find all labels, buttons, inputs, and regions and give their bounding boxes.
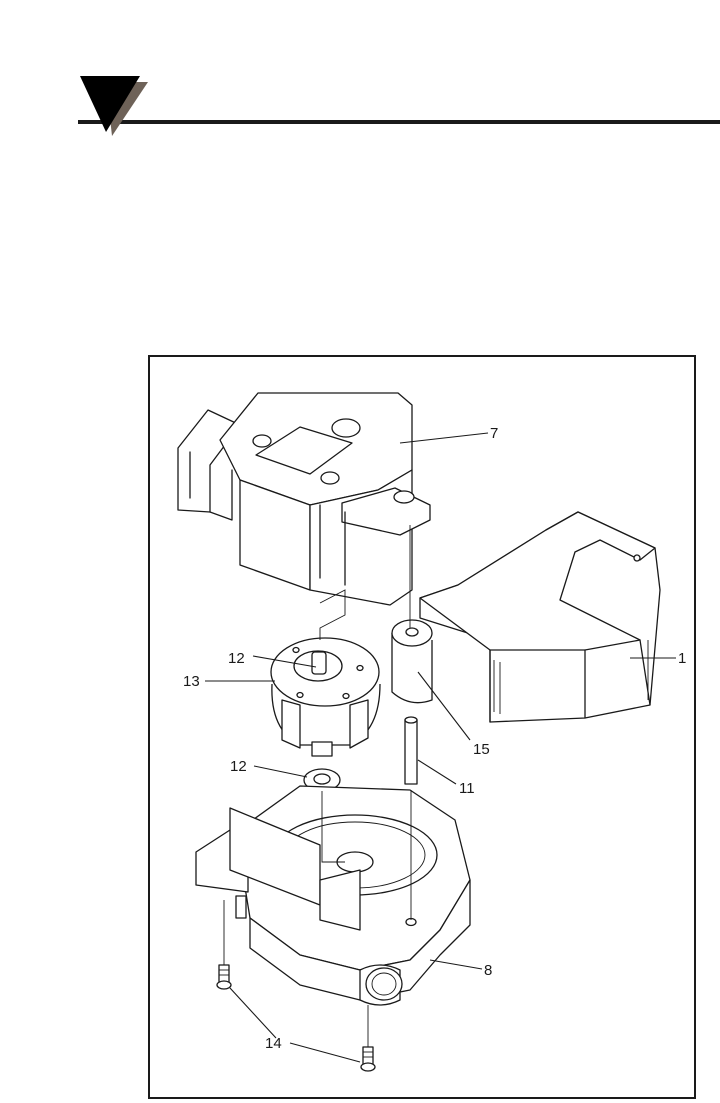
callout-12-lower: 12 — [230, 758, 247, 775]
callout-12-upper: 12 — [228, 650, 245, 667]
part-8-base — [196, 786, 470, 1005]
part-14-screw-left — [217, 965, 231, 989]
part-13-rotor — [271, 638, 380, 756]
callout-8: 8 — [484, 962, 492, 979]
callout-14: 14 — [265, 1035, 282, 1052]
callout-7: 7 — [490, 425, 498, 442]
callout-11: 11 — [459, 780, 475, 797]
part-7-upper-housing — [178, 393, 430, 605]
callout-13: 13 — [183, 673, 200, 690]
part-14-screw-right — [361, 1047, 375, 1071]
part-1-arm — [420, 512, 660, 722]
callout-15: 15 — [473, 741, 490, 758]
part-15-bushing — [392, 620, 432, 703]
part-11-pin — [405, 717, 417, 784]
callout-1: 1 — [678, 650, 686, 667]
